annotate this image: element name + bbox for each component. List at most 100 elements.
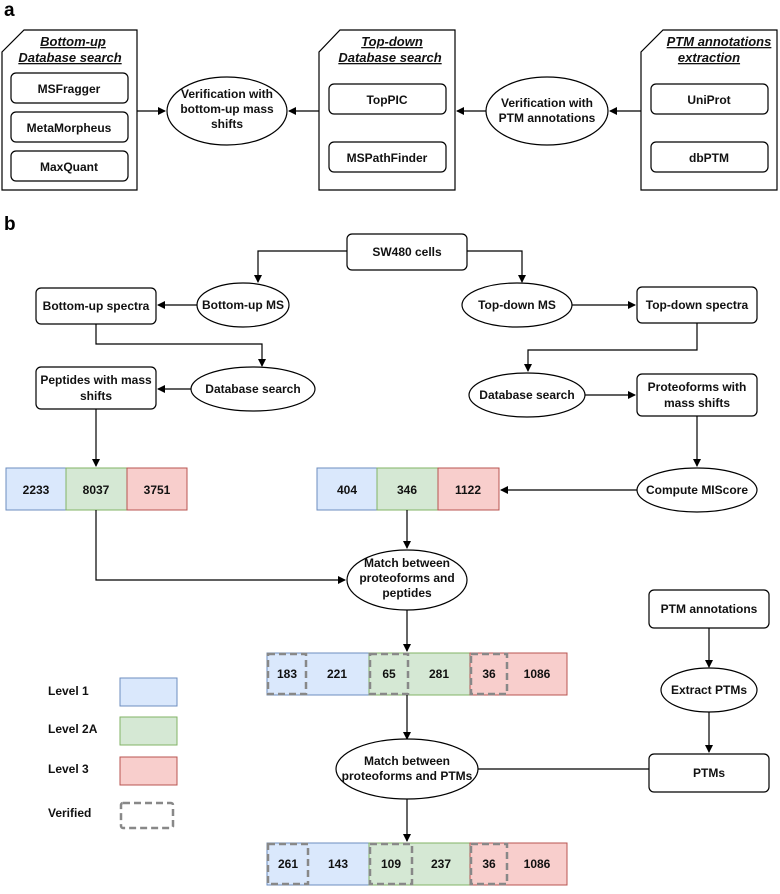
tool-metamorpheus [10, 111, 129, 143]
tool-maxquant [10, 150, 129, 182]
bar-m2-l2a-value: 237 [431, 857, 451, 871]
bar-bottom-up: 2233 8037 3751 [5, 467, 188, 511]
bar-m2-verified-2 [368, 842, 414, 886]
bar-match-peptides: 183 221 65 281 36 1086 [266, 652, 568, 696]
bar-m1-l1-value: 221 [327, 667, 347, 681]
verify-bottom-up-node [166, 76, 288, 146]
bar-m2-v1-value: 261 [278, 857, 298, 871]
peptides-line1: Peptides with mass [40, 373, 152, 387]
tool-msfragger [10, 72, 129, 104]
ptm-annotations-label: PTM annotations [661, 602, 758, 616]
bar-bu-level1-value: 2233 [23, 483, 50, 497]
bar-m2-verified-3 [469, 842, 509, 886]
bottom-up-card [1, 29, 138, 191]
legend-level3-label: Level 3 [48, 762, 89, 776]
bar-top-down: 404 346 1122 [316, 467, 500, 511]
bar-m2-l3-value: 1086 [524, 857, 551, 871]
match1-line2: proteoforms and [359, 571, 454, 585]
top-down-title-2: Database search [338, 50, 441, 65]
legend-level2a-swatch [119, 716, 178, 746]
bar-m2-v3-value: 36 [482, 857, 496, 871]
tool-mspathfinder [328, 141, 447, 173]
bar-m1-verified-3 [469, 652, 509, 696]
panel-a-label: a [4, 0, 15, 21]
bar-bu-level1 [5, 467, 67, 511]
verify-bu-line1: Verification with [181, 87, 273, 101]
tool-msfragger-label: MSFragger [38, 82, 101, 96]
legend: Level 1 Level 2A Level 3 Verified [48, 677, 178, 830]
bar-m1-v2-value: 65 [382, 667, 396, 681]
tool-uniprot-label: UniProt [687, 93, 730, 107]
bar-m2-l1-value: 143 [328, 857, 348, 871]
bar-m1-l3-value: 1086 [524, 667, 551, 681]
top-down-title-1: Top-down [361, 34, 423, 49]
tool-metamorpheus-label: MetaMorpheus [27, 121, 112, 135]
bar-td-level2a-value: 346 [397, 483, 417, 497]
bar-m1-verified-2 [368, 652, 410, 696]
extract-ptms-label: Extract PTMs [671, 683, 747, 697]
bar-m2-verified-1 [266, 842, 310, 886]
bar-m1-v3-value: 36 [482, 667, 496, 681]
bottom-up-spectra-label: Bottom-up spectra [43, 299, 150, 313]
tool-uniprot [650, 83, 769, 115]
verify-bu-line2: bottom-up mass [180, 102, 274, 116]
bar-bu-level3-value: 3751 [144, 483, 171, 497]
match2-line1: Match between [364, 754, 450, 768]
match1-line3: peptides [382, 586, 432, 600]
bar-td-level1-value: 404 [337, 483, 357, 497]
bar-match-ptms: 261 143 109 237 36 1086 [266, 842, 568, 886]
panel-b-label: b [4, 214, 16, 235]
ptms-node [648, 753, 770, 793]
bar-td-level3-value: 1122 [455, 483, 481, 497]
bar-td-level3 [437, 467, 500, 511]
top-down-spectra-label: Top-down spectra [646, 298, 749, 312]
legend-level1-label: Level 1 [48, 684, 89, 698]
arrow-bubar-to-match1 [95, 510, 346, 584]
peptides-line2: shifts [80, 389, 112, 403]
arrow-spectra-to-dbsearch [95, 324, 266, 367]
bar-m1-v1-value: 183 [277, 667, 297, 681]
bar-td-level2a [376, 467, 439, 511]
sw480-label: SW480 cells [372, 245, 442, 259]
legend-verified-label: Verified [48, 806, 91, 820]
legend-level2a-label: Level 2A [48, 722, 98, 736]
tool-maxquant-label: MaxQuant [40, 160, 98, 174]
legend-level3-swatch [119, 756, 178, 786]
top-down-ms-label: Top-down MS [478, 298, 556, 312]
bottom-up-title-2: Database search [18, 50, 121, 65]
proteoforms-line1: Proteoforms with [648, 380, 747, 394]
tool-toppic [328, 83, 447, 115]
verify-bu-line3: shifts [211, 117, 243, 131]
match2-line2: proteoforms and PTMs [342, 769, 473, 783]
bar-bu-level2a [65, 467, 128, 511]
bar-m1-level3 [469, 652, 568, 696]
arrow-tdspectra-to-dbsearch [524, 323, 698, 372]
legend-level1-swatch [119, 677, 178, 707]
tool-toppic-label: TopPIC [366, 93, 407, 107]
proteoforms-line2: mass shifts [664, 396, 730, 410]
verify-ptm-line1: Verification with [501, 96, 593, 110]
ptms-label: PTMs [693, 766, 725, 780]
bar-m2-level1 [266, 842, 370, 886]
bar-m1-l2a-value: 281 [429, 667, 449, 681]
tool-dbptm [650, 141, 769, 173]
bottom-up-title-1: Bottom-up [40, 34, 106, 49]
ptm-title-1: PTM annotations [667, 34, 772, 49]
bar-bu-level3 [126, 467, 188, 511]
match1-line1: Match between [364, 556, 450, 570]
arrow-sw480-to-bu [254, 250, 347, 283]
tool-dbptm-label: dbPTM [689, 151, 729, 165]
arrow-sw480-to-td [467, 250, 526, 283]
ptm-title-2: extraction [678, 50, 740, 65]
bar-m1-verified-1 [266, 652, 308, 696]
compute-miscore-label: Compute MIScore [646, 483, 748, 497]
bar-bu-level2a-value: 8037 [83, 483, 110, 497]
sw480-node [346, 233, 468, 271]
tool-mspathfinder-label: MSPathFinder [347, 151, 428, 165]
legend-verified-swatch [119, 801, 175, 830]
bu-database-search-label: Database search [205, 382, 300, 396]
bar-m2-level3 [469, 842, 568, 886]
bar-td-level1 [316, 467, 378, 511]
td-database-search-label: Database search [479, 388, 574, 402]
